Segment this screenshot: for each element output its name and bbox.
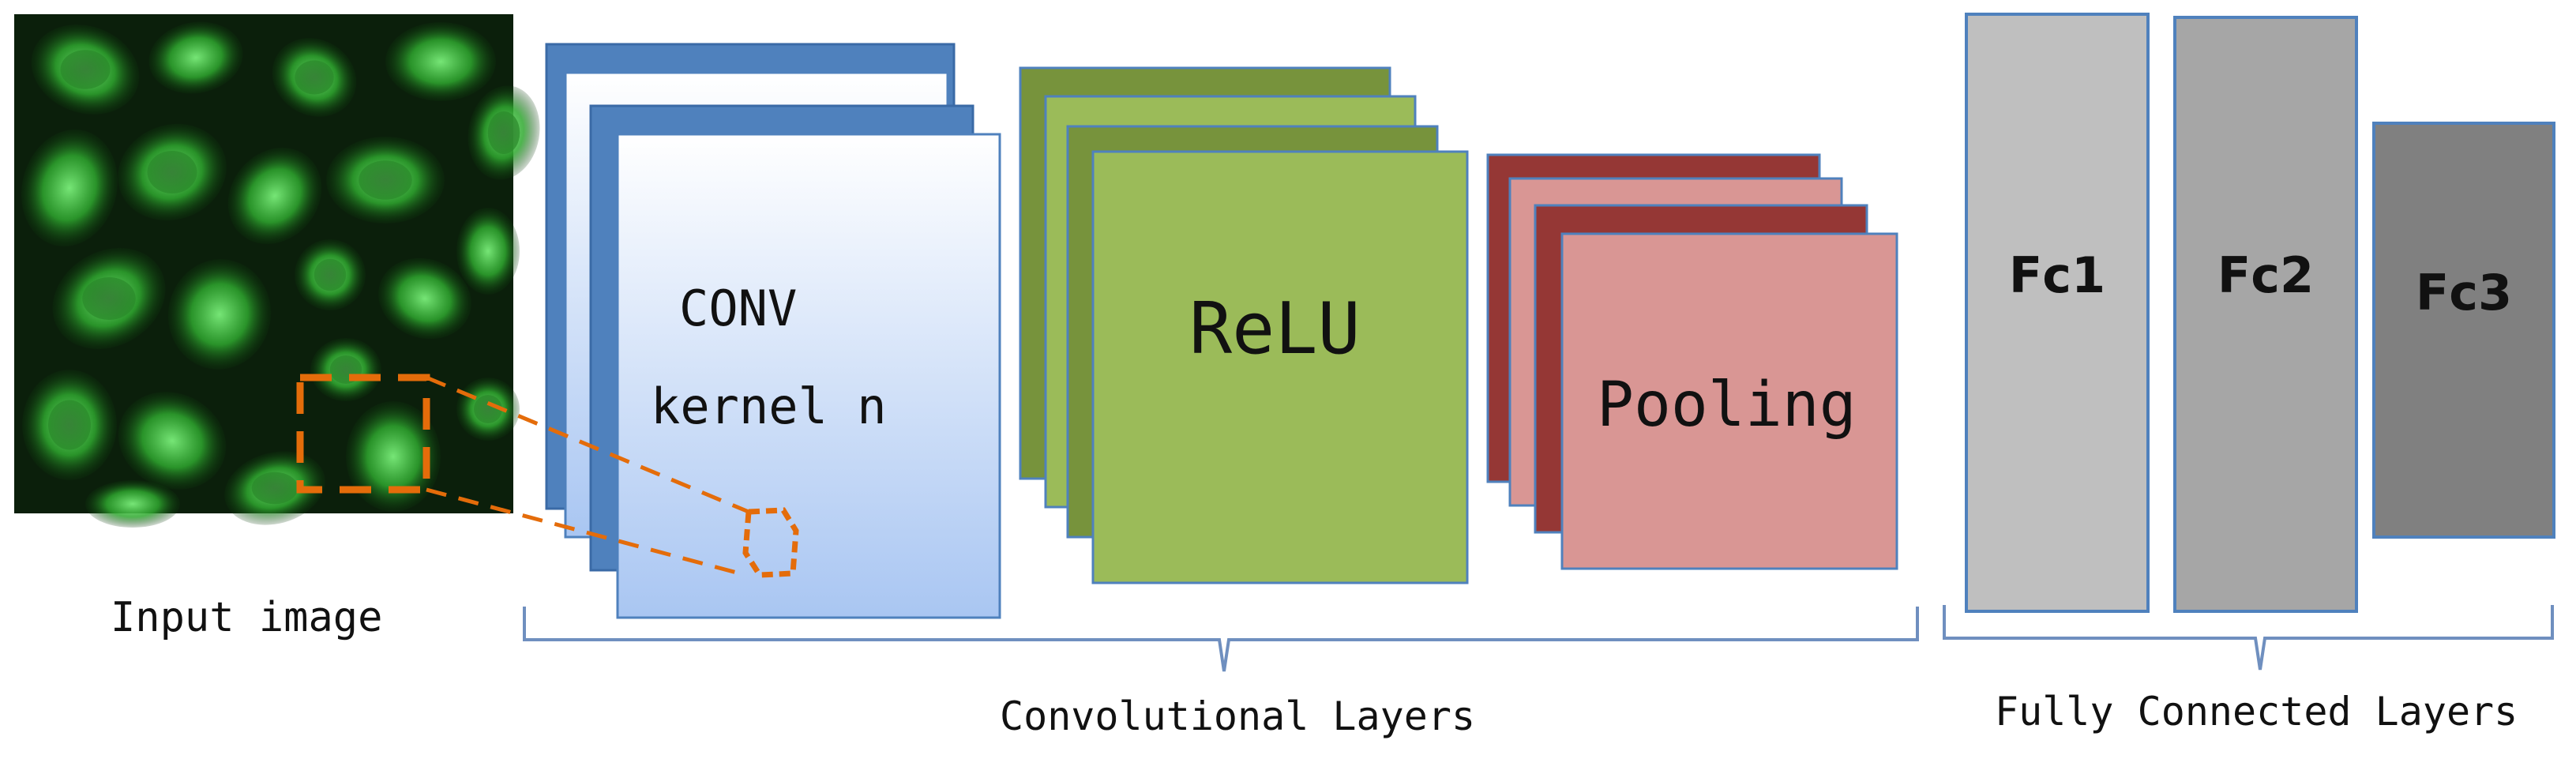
cell-nucleus	[487, 111, 520, 154]
pool-layer-stack	[1486, 153, 1898, 570]
fc2-label: Fc2	[2217, 246, 2315, 304]
cell-nucleus	[82, 277, 136, 320]
fc1-label: Fc1	[2008, 246, 2106, 304]
conv-layers-brace	[523, 607, 1919, 672]
conv-label-line1: CONV	[679, 280, 798, 337]
conv-front-card	[616, 133, 1001, 619]
cell	[118, 392, 227, 490]
cell	[385, 22, 496, 101]
fc1-box	[1965, 13, 2150, 613]
fc-layers-caption: Fully Connected Layers	[1995, 689, 2518, 735]
fc-layers-brace	[1943, 605, 2554, 671]
cell-nucleus	[314, 258, 347, 291]
fc2-box	[2173, 16, 2358, 613]
cell	[227, 147, 322, 245]
cell	[85, 480, 180, 528]
cell-nucleus	[295, 60, 334, 95]
conv-label-line2: kernel n	[651, 378, 887, 435]
cell	[346, 401, 441, 512]
cell	[456, 208, 520, 295]
cell-nucleus	[251, 472, 299, 505]
pool-front-card	[1560, 232, 1898, 570]
projection-lines	[426, 375, 749, 577]
conv-layers-caption: Convolutional Layers	[1000, 693, 1476, 739]
cell	[167, 259, 272, 370]
relu-front-card	[1091, 150, 1469, 584]
relu-layer-stack	[1019, 66, 1469, 584]
pooling-label: Pooling	[1597, 370, 1857, 441]
fc3-label: Fc3	[2415, 264, 2513, 321]
relu-label: ReLU	[1189, 287, 1361, 370]
cell	[378, 257, 471, 340]
input-image	[14, 14, 540, 528]
fc3-box	[2372, 122, 2555, 539]
cell-nucleus	[474, 395, 502, 423]
cell-nucleus	[359, 160, 412, 200]
cell	[21, 129, 118, 247]
receptive-field-marker	[742, 507, 799, 578]
cell	[148, 21, 243, 94]
cell-nucleus	[60, 50, 111, 89]
cell-nucleus	[48, 400, 91, 450]
highlight-box	[296, 374, 430, 494]
input-image-caption: Input image	[111, 594, 383, 641]
cell-nucleus	[147, 151, 197, 194]
conv-layer-stack	[545, 43, 1001, 619]
